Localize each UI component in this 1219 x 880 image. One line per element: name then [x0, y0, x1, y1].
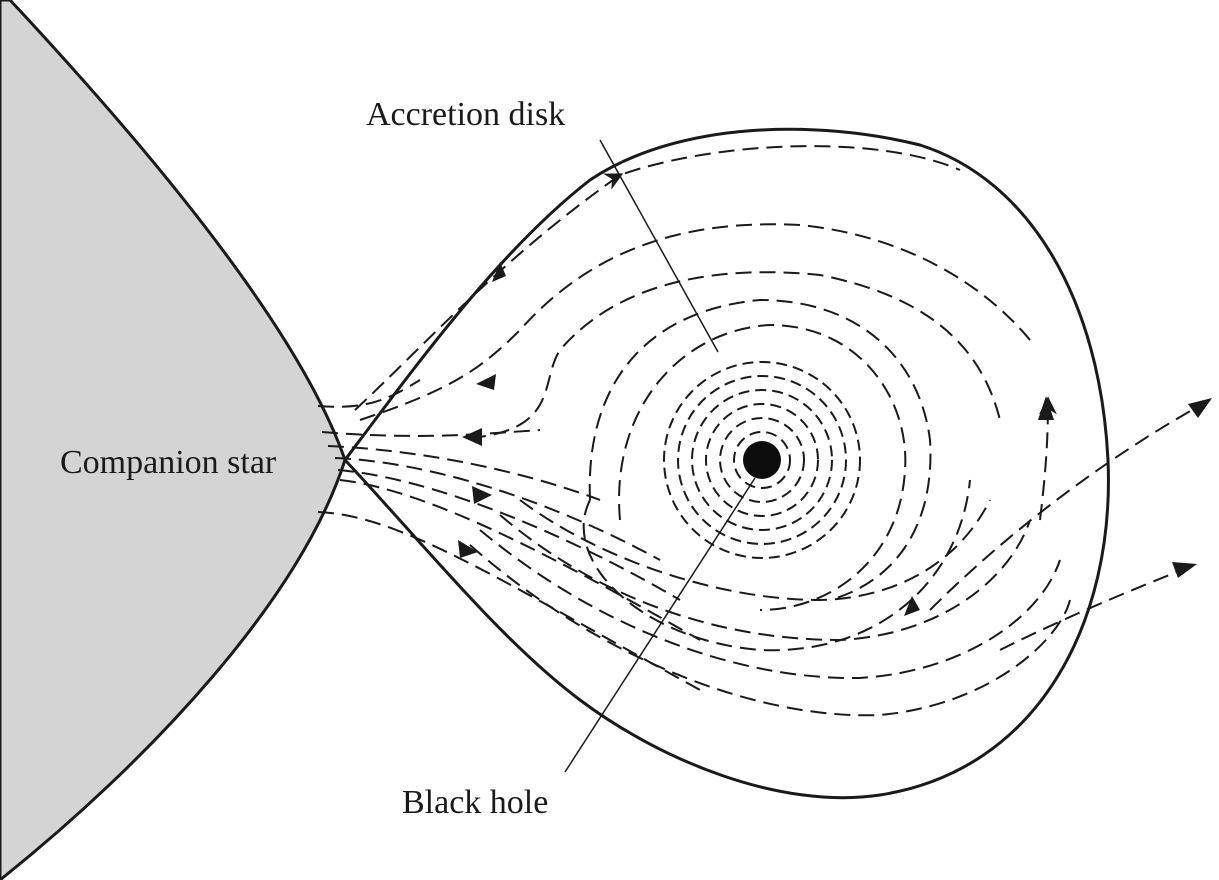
arrow-icon	[476, 374, 496, 390]
streamline-top	[354, 145, 961, 411]
disk-ring	[691, 389, 833, 531]
arrow-icon	[492, 262, 506, 282]
streamline-mid	[359, 223, 1031, 421]
stream-line	[327, 445, 601, 501]
arrow-icon	[904, 596, 920, 616]
companion-star-lobe	[0, 0, 347, 880]
streamline-inner-loop	[588, 298, 932, 601]
stream-line	[334, 457, 661, 561]
accretion-disk-label: Accretion disk	[366, 96, 565, 133]
outer-streamlines	[354, 145, 1057, 601]
disk-ring	[582, 479, 971, 652]
disk-ring	[677, 375, 847, 545]
stream-line	[339, 479, 701, 641]
accretion-disk-rings	[582, 323, 971, 652]
jet-lower	[999, 564, 1196, 651]
arrow-icon	[458, 540, 478, 558]
streamline-low-1	[519, 499, 991, 602]
jet-upper	[929, 399, 1211, 611]
disk-ring	[719, 417, 805, 503]
arrow-icon	[1038, 396, 1054, 420]
black-hole-label: Black hole	[402, 784, 548, 821]
stream-line	[317, 511, 701, 691]
arrow-icon	[472, 486, 492, 504]
black-hole	[743, 441, 781, 479]
gas-stream	[317, 379, 701, 691]
streamline-return	[469, 271, 1001, 439]
black-hole-leader	[564, 477, 756, 773]
streamline-low-2	[499, 514, 1031, 642]
streamline-low-4	[469, 544, 1071, 717]
disk-ring	[618, 323, 907, 611]
disk-ring	[733, 431, 791, 489]
disk-ring	[663, 361, 861, 559]
stream-line	[317, 379, 421, 408]
disk-ring	[705, 403, 819, 517]
black-hole-roche-lobe	[343, 127, 1110, 800]
lower-streamlines	[469, 499, 1071, 717]
companion-star-label: Companion star	[60, 444, 277, 481]
streamline-low-3	[479, 529, 1061, 680]
stream-line	[337, 469, 681, 601]
arrow-icon	[1172, 562, 1197, 578]
arrow-icon	[1188, 398, 1212, 418]
stream-line	[321, 429, 541, 437]
accretion-disk-leader	[599, 139, 719, 353]
escaping-jets	[929, 398, 1212, 651]
arrow-icon	[462, 428, 482, 446]
stream-arrows	[458, 262, 1054, 616]
